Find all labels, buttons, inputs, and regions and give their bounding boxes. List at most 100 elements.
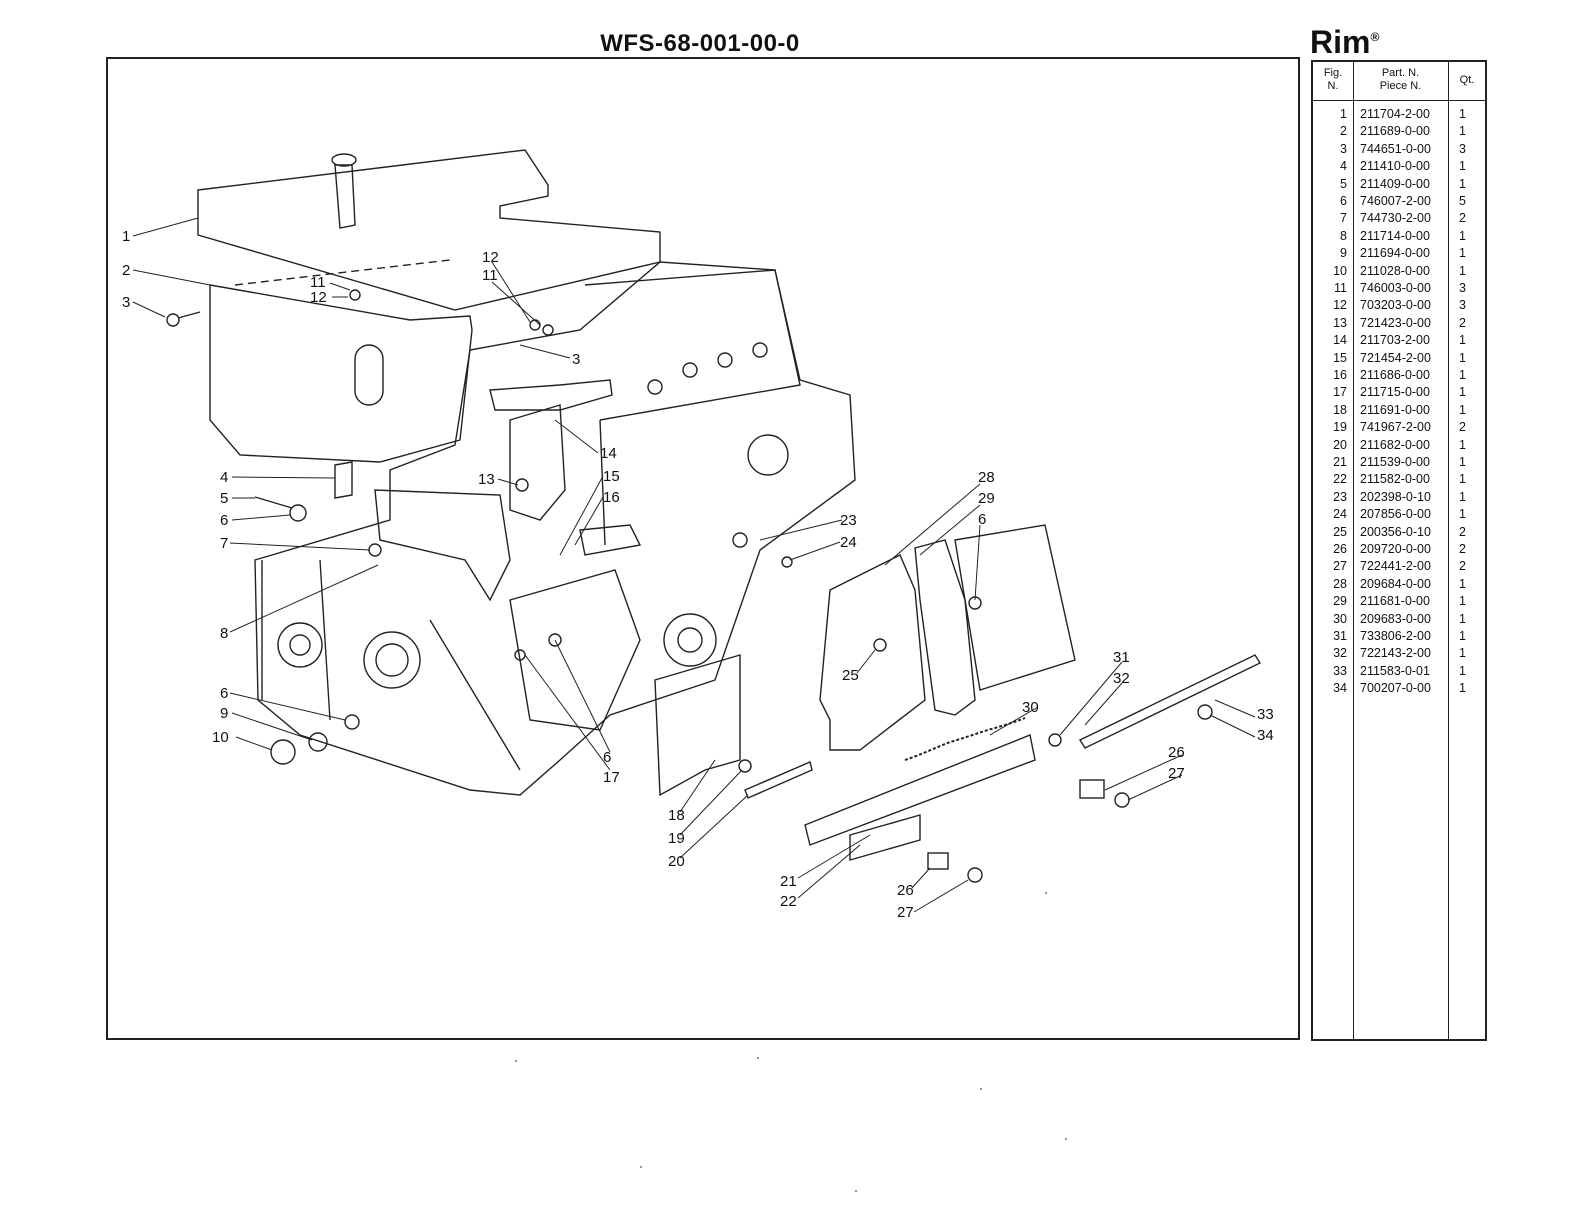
fig-cell: 31 <box>1333 629 1347 643</box>
part-number-cell: 200356-0-10 <box>1360 524 1431 539</box>
callout-16: 16 <box>603 489 620 506</box>
part-number-cell: 211028-0-00 <box>1360 263 1430 278</box>
table-header: Fig.N. Part. N.Piece N. Qt. <box>1313 62 1485 101</box>
callout-28: 28 <box>978 469 995 486</box>
scan-speck <box>515 1060 517 1062</box>
callout-18: 18 <box>668 807 685 824</box>
fig-cell: 19 <box>1333 420 1347 435</box>
side-cover-part <box>209 259 473 463</box>
header-fig: Fig.N. <box>1313 67 1353 93</box>
fig-cell: 30 <box>1333 611 1347 626</box>
quantity-cell: 1 <box>1459 629 1466 643</box>
callout-6: 6 <box>220 685 228 702</box>
part-number-cell: 733806-2-00 <box>1360 629 1431 643</box>
callout-13: 13 <box>478 471 495 488</box>
quantity-cell: 1 <box>1459 159 1466 174</box>
machine-body-casting <box>254 261 856 796</box>
quantity-cell: 2 <box>1459 524 1466 539</box>
header-qty: Qt. <box>1459 74 1475 86</box>
table-row: 24 207856-0-00 1 <box>1313 506 1485 523</box>
quantity-cell: 1 <box>1459 124 1466 139</box>
table-row: 25 200356-0-10 2 <box>1313 524 1485 541</box>
fig-cell: 6 <box>1340 194 1347 208</box>
part-number-cell: 211691-0-00 <box>1360 402 1430 417</box>
quantity-cell: 1 <box>1459 263 1466 278</box>
quantity-cell: 1 <box>1459 507 1466 522</box>
header-part-line2: Piece N. <box>1379 80 1422 92</box>
fig-cell: 25 <box>1333 524 1347 539</box>
fig-cell: 34 <box>1333 681 1347 696</box>
part-number-cell: 741967-2-00 <box>1360 420 1431 435</box>
header-part-line1: Part. N. <box>1381 67 1420 79</box>
part-number-cell: 700207-0-00 <box>1360 681 1431 696</box>
scan-speck <box>757 1057 759 1059</box>
scan-speck <box>1045 892 1047 894</box>
callout-1: 1 <box>122 228 130 245</box>
part-number-cell: 209683-0-00 <box>1360 611 1431 626</box>
part-number-cell: 703203-0-00 <box>1360 298 1431 313</box>
callout-6: 6 <box>603 749 611 766</box>
fig-cell: 22 <box>1333 472 1347 487</box>
part-number-cell: 722441-2-00 <box>1360 559 1431 574</box>
fig-cell: 11 <box>1334 281 1347 295</box>
quantity-cell: 1 <box>1459 107 1466 121</box>
callout-17: 17 <box>603 769 620 786</box>
fig-cell: 32 <box>1333 646 1347 661</box>
part-number-cell: 211410-0-00 <box>1360 159 1430 174</box>
fig-cell: 2 <box>1340 124 1347 139</box>
part-number-cell: 209720-0-00 <box>1360 542 1431 556</box>
brand-name: Rim <box>1310 24 1371 60</box>
fig-cell: 1 <box>1340 107 1347 121</box>
callout-9: 9 <box>220 705 228 722</box>
callout-26: 26 <box>897 882 914 899</box>
callout-10: 10 <box>212 729 229 746</box>
quantity-cell: 3 <box>1459 281 1466 295</box>
fig-cell: 7 <box>1340 211 1347 226</box>
callout-21: 21 <box>780 873 797 890</box>
quantity-cell: 1 <box>1459 663 1466 678</box>
quantity-cell: 1 <box>1459 437 1466 452</box>
fig-cell: 12 <box>1333 298 1347 313</box>
fig-cell: 14 <box>1333 333 1347 348</box>
fig-cell: 27 <box>1333 559 1347 574</box>
table-divider <box>1448 62 1449 1039</box>
callout-27: 27 <box>1168 765 1185 782</box>
callout-19: 19 <box>668 830 685 847</box>
fig-cell: 24 <box>1333 507 1347 522</box>
table-divider <box>1353 62 1354 1039</box>
fig-cell: 21 <box>1333 455 1347 469</box>
part-number-cell: 207856-0-00 <box>1360 507 1431 522</box>
guide-plates <box>654 524 1076 797</box>
fig-cell: 28 <box>1333 576 1347 591</box>
part-number-cell: 202398-0-10 <box>1360 489 1431 504</box>
part-number-cell: 211714-0-00 <box>1360 228 1430 243</box>
callout-33: 33 <box>1257 706 1274 723</box>
quantity-cell: 5 <box>1459 194 1466 208</box>
part-number-cell: 746007-2-00 <box>1360 194 1431 208</box>
fasteners <box>166 289 1130 883</box>
quantity-cell: 2 <box>1459 420 1466 435</box>
part-number-cell: 721454-2-00 <box>1360 350 1431 365</box>
part-number-cell: 721423-0-00 <box>1360 315 1431 330</box>
fig-cell: 3 <box>1340 141 1347 156</box>
